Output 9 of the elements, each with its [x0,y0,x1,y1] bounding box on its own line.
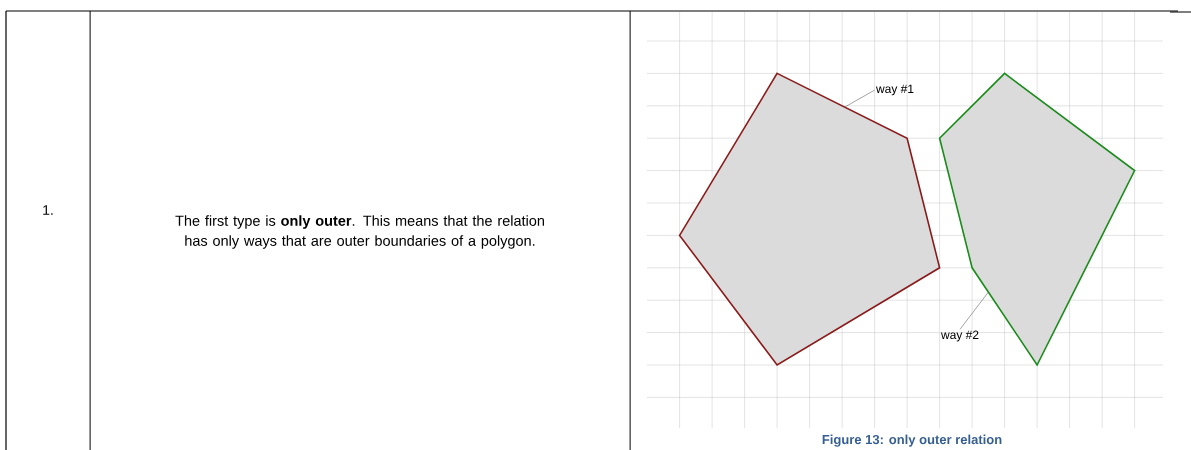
leader-line [844,89,876,108]
leader-line [959,291,989,330]
polygon-shape [938,72,1136,367]
row-number: 1. [43,205,53,215]
leader-label: way #2 [941,330,979,342]
polygon-shape [678,72,941,367]
description-text: The first type is only outer. This means that the relation has only ways that are outer boundaries of a polygon. [175,215,544,249]
leader-label: way #1 [876,84,914,96]
figure-caption: Figure 13: only outer relation [822,434,1002,447]
